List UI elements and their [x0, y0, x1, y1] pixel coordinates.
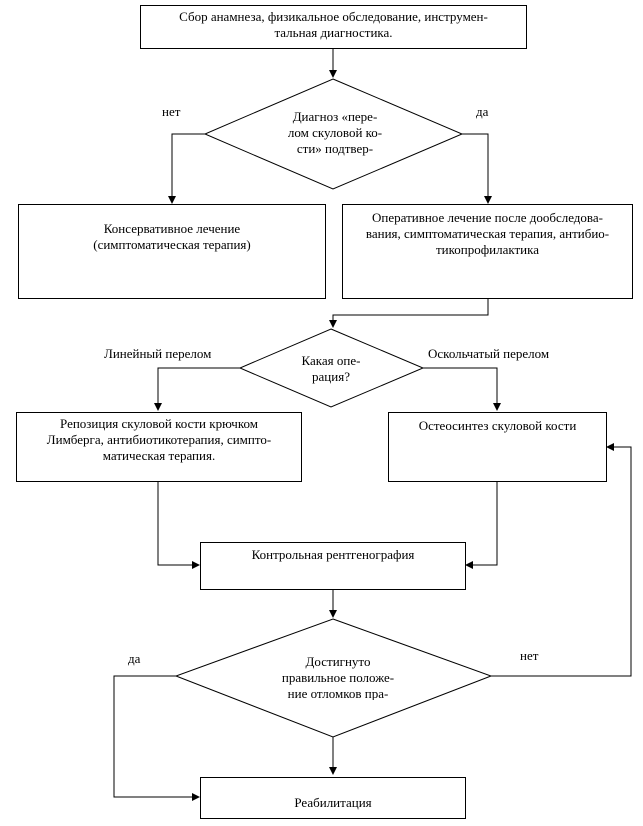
arrow-position-yes	[113, 675, 200, 801]
arrow-position-no	[491, 443, 632, 677]
label-no-2: нет	[520, 648, 539, 663]
rehabilitation-text: Реабилитация	[294, 795, 372, 810]
decision-operation-shape	[238, 328, 425, 408]
decision-diagnosis-shape	[203, 78, 464, 190]
label-comminuted-fracture: Оскольчатый перелом	[428, 346, 550, 361]
control-xray-text: Контрольная рентгенография	[251, 547, 415, 562]
label-no-1: нет	[162, 104, 181, 119]
surgical-box: Оперативное лечение после дообследова- в…	[342, 204, 633, 299]
decision-position-text: Достигнуто правильное положе- ние отломк…	[281, 654, 395, 700]
label-yes-2: да	[128, 651, 141, 666]
decision-diagnosis-text: Диагноз «пере- лом скуловой ко- сти» под…	[287, 109, 383, 156]
label-yes-1: да	[476, 104, 489, 119]
control-xray-box: Контрольная рентгенография	[200, 542, 466, 590]
arrow-reposition-to-xray	[157, 482, 200, 569]
osteosynthesis-box: Остеосинтез скуловой кости	[388, 412, 607, 482]
arrow-diagnosis-yes	[462, 133, 492, 204]
arrow-surgical-to-operation	[329, 299, 489, 328]
rehabilitation-box: Реабилитация	[200, 777, 466, 819]
arrow-operation-comminuted	[423, 367, 501, 411]
label-linear-fracture: Линейный перелом	[104, 346, 212, 361]
arrow-diagnosis-no	[168, 133, 205, 204]
osteosynthesis-text: Остеосинтез скуловой кости	[418, 418, 577, 433]
reposition-text: Репозиция скуловой кости крючком Лимберг…	[46, 416, 272, 463]
reposition-box: Репозиция скуловой кости крючком Лимберг…	[16, 412, 302, 482]
arrow-osteosynthesis-to-xray	[465, 482, 498, 569]
conservative-box: Консервативное лечение (симптоматическая…	[18, 204, 326, 299]
conservative-text: Консервативное лечение (симптоматическая…	[93, 221, 251, 252]
start-text: Сбор анамнеза, физикальное обследование,…	[179, 9, 488, 40]
decision-position-shape	[174, 618, 493, 738]
arrow-operation-linear	[154, 367, 240, 411]
decision-operation-text: Какая опе- рация?	[301, 353, 361, 384]
surgical-text: Оперативное лечение после дообследова- в…	[365, 210, 610, 257]
start-box: Сбор анамнеза, физикальное обследование,…	[140, 5, 527, 49]
